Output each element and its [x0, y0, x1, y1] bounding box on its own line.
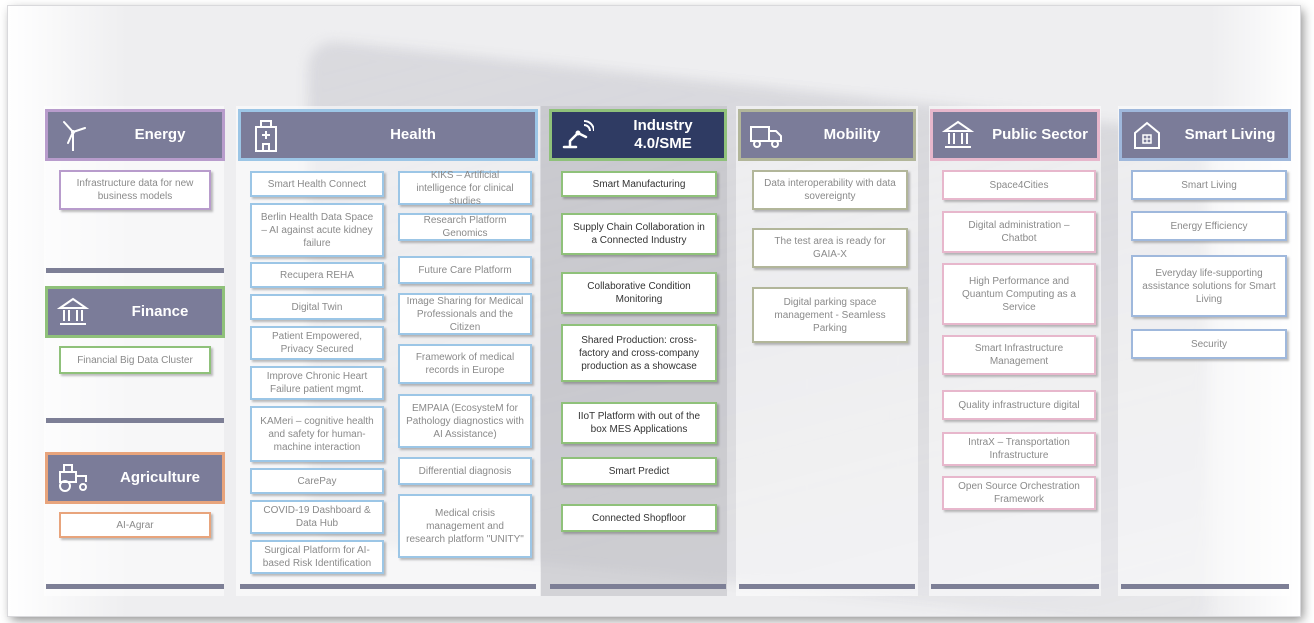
- health-item[interactable]: Medical crisis management and research p…: [398, 494, 532, 558]
- health-item[interactable]: CarePay: [250, 468, 384, 494]
- public-sector-item[interactable]: Quality infrastructure digital: [942, 390, 1096, 420]
- health-item[interactable]: Framework of medical records in Europe: [398, 344, 532, 384]
- finance-title: Finance: [131, 303, 189, 320]
- mobility-header[interactable]: Mobility: [738, 109, 916, 161]
- health-title: Health: [390, 126, 436, 143]
- energy-header[interactable]: Energy: [45, 109, 225, 161]
- smart-living-title: Smart Living: [1184, 126, 1276, 143]
- industry-item[interactable]: Supply Chain Collaboration in a Connecte…: [561, 213, 717, 255]
- bank-icon: [48, 289, 98, 335]
- smart-living-item[interactable]: Security: [1131, 329, 1287, 359]
- agriculture-header[interactable]: Agriculture: [45, 452, 225, 504]
- wind-turbine-icon: [48, 112, 98, 158]
- health-item[interactable]: Digital Twin: [250, 294, 384, 320]
- industry-item[interactable]: Smart Predict: [561, 457, 717, 485]
- smart-living-item[interactable]: Smart Living: [1131, 170, 1287, 200]
- smart-living-item[interactable]: Energy Efficiency: [1131, 211, 1287, 241]
- health-item[interactable]: Patient Empowered, Privacy Secured: [250, 326, 384, 360]
- health-item[interactable]: Smart Health Connect: [250, 171, 384, 197]
- tractor-icon: [48, 455, 98, 501]
- smart-home-icon: [1122, 112, 1172, 158]
- health-item[interactable]: Image Sharing for Medical Professionals …: [398, 293, 532, 335]
- health-item[interactable]: KIKS – Artificial intelligence for clini…: [398, 170, 532, 207]
- smart-living-item[interactable]: Everyday life-supporting assistance solu…: [1131, 255, 1287, 317]
- column-footer-bar: [46, 584, 224, 589]
- health-item[interactable]: Improve Chronic Heart Failure patient mg…: [250, 366, 384, 400]
- energy-title: Energy: [134, 126, 186, 143]
- industry-item[interactable]: Collaborative Condition Monitoring: [561, 272, 717, 314]
- health-item[interactable]: COVID-19 Dashboard & Data Hub: [250, 500, 384, 534]
- industry-item[interactable]: Connected Shopfloor: [561, 504, 717, 532]
- column-footer-bar: [550, 584, 726, 589]
- mobility-title: Mobility: [823, 126, 881, 143]
- government-building-icon: [933, 112, 983, 158]
- slide: Energy Infrastructure data for new busin…: [8, 6, 1300, 616]
- health-item[interactable]: Berlin Health Data Space – AI against ac…: [250, 203, 384, 257]
- public-sector-item[interactable]: Open Source Orchestration Framework: [942, 476, 1096, 510]
- finance-header[interactable]: Finance: [45, 286, 225, 338]
- column-footer-bar: [931, 584, 1099, 589]
- public-sector-title: Public Sector: [992, 126, 1088, 143]
- industrial-robot-icon: [552, 112, 602, 158]
- health-item[interactable]: Research Platform Genomics: [398, 213, 532, 241]
- column-footer-bar: [739, 584, 915, 589]
- public-sector-header[interactable]: Public Sector: [930, 109, 1100, 161]
- industry-header[interactable]: Industry 4.0/SME: [549, 109, 727, 161]
- medical-building-icon: [241, 112, 291, 158]
- energy-item[interactable]: Infrastructure data for new business mod…: [59, 170, 211, 210]
- section-divider: [46, 268, 224, 273]
- smart-living-header[interactable]: Smart Living: [1119, 109, 1291, 161]
- industry-item[interactable]: Smart Manufacturing: [561, 171, 717, 197]
- health-header[interactable]: Health: [238, 109, 538, 161]
- health-item[interactable]: EMPAIA (EcosysteM for Pathology diagnost…: [398, 394, 532, 448]
- public-sector-item[interactable]: High Performance and Quantum Computing a…: [942, 263, 1096, 325]
- truck-icon: [741, 112, 791, 158]
- health-item[interactable]: Future Care Platform: [398, 256, 532, 284]
- health-item[interactable]: KAMeri – cognitive health and safety for…: [250, 406, 384, 462]
- industry-item[interactable]: IIoT Platform with out of the box MES Ap…: [561, 402, 717, 444]
- finance-item[interactable]: Financial Big Data Cluster: [59, 346, 211, 374]
- public-sector-item[interactable]: Space4Cities: [942, 170, 1096, 200]
- column-footer-bar: [1121, 584, 1289, 589]
- industry-title: Industry 4.0/SME: [633, 117, 693, 152]
- agriculture-item[interactable]: AI-Agrar: [59, 512, 211, 538]
- agriculture-title: Agriculture: [119, 469, 200, 486]
- health-item[interactable]: Recupera REHA: [250, 262, 384, 288]
- public-sector-item[interactable]: IntraX – Transportation Infrastructure: [942, 432, 1096, 466]
- mobility-item[interactable]: Data interoperability with data sovereig…: [752, 170, 908, 210]
- health-item[interactable]: Differential diagnosis: [398, 457, 532, 485]
- column-footer-bar: [240, 584, 536, 589]
- section-divider: [46, 418, 224, 423]
- public-sector-item[interactable]: Smart Infrastructure Management: [942, 335, 1096, 375]
- mobility-item[interactable]: Digital parking space management - Seaml…: [752, 287, 908, 343]
- public-sector-item[interactable]: Digital administration – Chatbot: [942, 211, 1096, 253]
- mobility-item[interactable]: The test area is ready for GAIA-X: [752, 228, 908, 268]
- health-item[interactable]: Surgical Platform for AI-based Risk Iden…: [250, 540, 384, 574]
- industry-item[interactable]: Shared Production: cross-factory and cro…: [561, 324, 717, 382]
